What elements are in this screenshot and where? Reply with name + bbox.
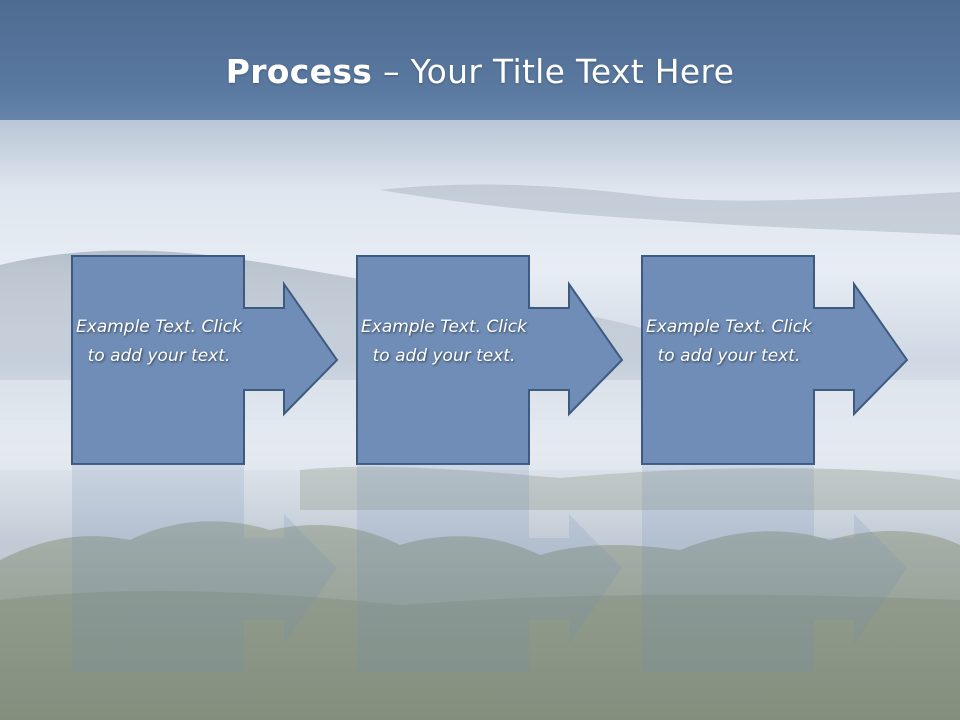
title-bold: Process [225,52,373,91]
step-3-text[interactable]: Example Text. Click to add your text. [646,317,812,366]
slide-title[interactable]: Process – Your Title Text Here [0,52,960,91]
title-rest: – Your Title Text Here [372,52,735,91]
step-3-shape [641,255,909,672]
step-1-shape [71,255,339,672]
step-1-text[interactable]: Example Text. Click to add your text. [76,317,242,366]
step-2-shape [356,255,624,672]
process-step-1[interactable]: Example Text. Click to add your text. [71,255,342,672]
process-step-2[interactable]: Example Text. Click to add your text. [356,255,627,672]
process-step-3[interactable]: Example Text. Click to add your text. [641,255,912,672]
step-2-text[interactable]: Example Text. Click to add your text. [361,317,527,366]
